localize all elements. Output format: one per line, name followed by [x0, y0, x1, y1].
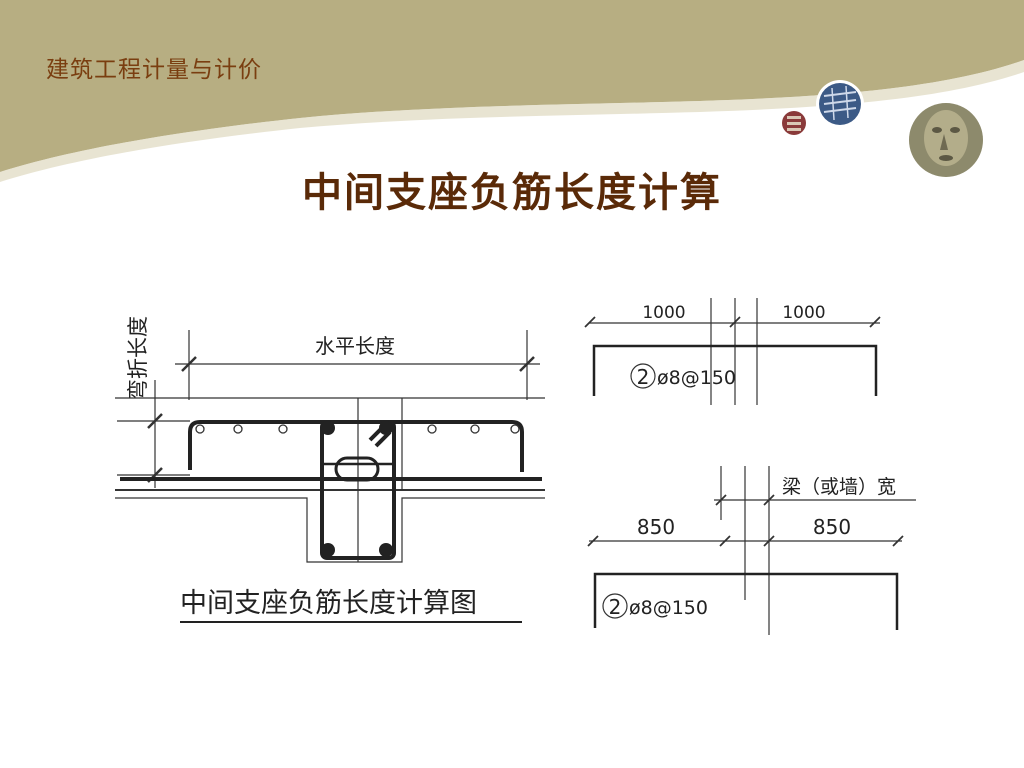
- rebar-number: 2: [609, 595, 622, 619]
- top-right-diagram: 1000 1000 2 ø8@150: [584, 298, 881, 405]
- distribution-bars: [195, 424, 520, 434]
- rebar-bottom: [593, 572, 899, 630]
- building-icon: [779, 108, 809, 138]
- sculpture-icon: [906, 100, 986, 180]
- rebar-number-circle: [630, 363, 656, 389]
- rebar-spec: ø8@150: [657, 367, 736, 389]
- left-diagram: 弯折长度 水平长度 中间支座负筋长度计算图: [115, 316, 545, 623]
- figure-caption: 中间支座负筋长度计算图: [180, 588, 477, 619]
- beam-tie: [334, 456, 380, 482]
- bend-length-label: 弯折长度: [126, 316, 150, 400]
- dim-left-1000: 1000: [642, 303, 685, 323]
- dim-left-850: 850: [637, 515, 675, 539]
- horizontal-dimension: [175, 330, 540, 400]
- blueprint-icon: [816, 80, 864, 128]
- rebar-number: 2: [637, 365, 650, 389]
- support-width-label: 梁（或墙）宽: [782, 476, 896, 498]
- slab: [115, 397, 545, 563]
- beam-stirrup: [320, 420, 396, 560]
- rebar-number-circle: [602, 593, 628, 619]
- header-band: [0, 0, 1024, 172]
- horizontal-length-label: 水平长度: [315, 334, 395, 358]
- rebar-top: [592, 344, 878, 396]
- course-title: 建筑工程计量与计价: [46, 57, 262, 83]
- dim-right-1000: 1000: [782, 303, 825, 323]
- bottom-right-diagram: 梁（或墙）宽 850 850 2 ø8@150: [587, 466, 916, 635]
- corner-bars: [321, 421, 393, 557]
- slide-title: 中间支座负筋长度计算: [302, 170, 722, 216]
- rebar-spec: ø8@150: [629, 597, 708, 619]
- dim-right-850: 850: [813, 515, 851, 539]
